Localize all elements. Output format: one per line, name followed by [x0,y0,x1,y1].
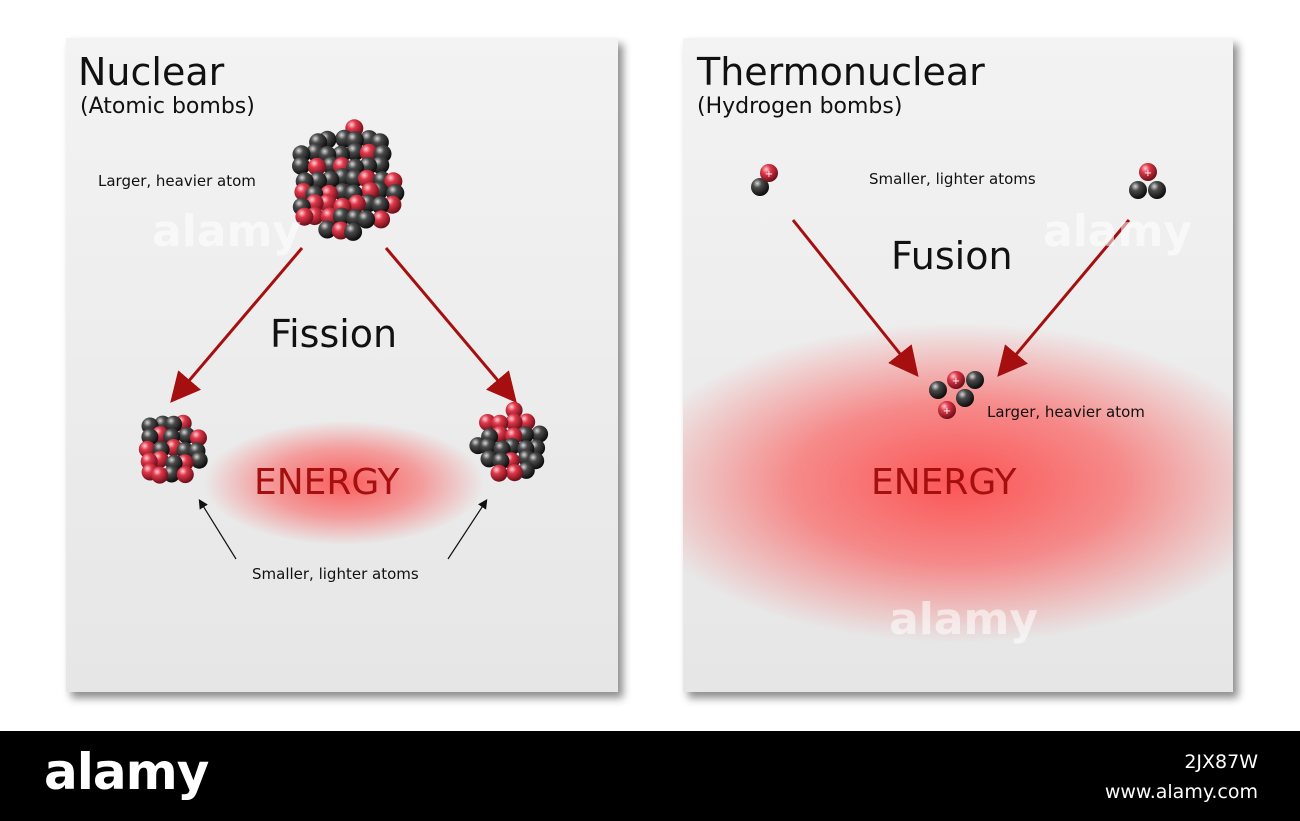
energy-glow [204,421,484,545]
heavy-atom-label: Larger, heavier atom [987,403,1145,421]
thermonuclear-panel: + + + + Thermonuclear (Hydrogen bombs) S… [683,38,1233,692]
light-atom-right-icon [469,401,549,482]
energy-label: ENERGY [871,462,1017,503]
fusion-diagram: + + + + [683,163,1233,643]
helium-atom-icon: + + [929,371,984,419]
panel-title: Thermonuclear [697,50,985,94]
image-id: 2JX87W [1184,751,1258,773]
panel-subtitle: (Hydrogen bombs) [697,94,903,119]
site-url: www.alamy.com [1104,781,1258,803]
fusion-arrow-left [791,219,919,378]
svg-text:+: + [1144,168,1152,179]
deuterium-atom-icon: + [751,164,778,196]
heavy-atom-icon [292,119,405,241]
light-atoms-label: Smaller, lighter atoms [869,170,1036,188]
pointer-left [198,498,237,560]
light-atoms-label: Smaller, lighter atoms [252,565,419,583]
process-label: Fusion [891,234,1013,278]
fission-arrow-right [384,247,517,403]
pointer-right [447,498,488,560]
svg-text:+: + [765,169,773,180]
nuclear-panel: Nuclear (Atomic bombs) Larger, heavier a… [66,38,618,692]
footer-logo: alamy [44,743,209,801]
panel-subtitle: (Atomic bombs) [80,94,255,119]
fission-arrow-left [170,247,304,403]
watermark: alamy [1043,206,1192,257]
svg-text:+: + [952,376,960,387]
watermark: alamy [889,594,1038,645]
energy-label: ENERGY [254,462,400,503]
svg-text:+: + [943,406,951,417]
heavy-atom-label: Larger, heavier atom [98,172,256,190]
footer-bar: alamy 2JX87W www.alamy.com [0,731,1300,821]
process-label: Fission [270,312,398,356]
fission-diagram [138,119,549,560]
panel-title: Nuclear [78,50,225,94]
fusion-arrow-right [997,219,1131,377]
tritium-atom-icon: + [1129,163,1166,199]
watermark: alamy [152,206,301,257]
energy-glow [683,323,1233,643]
light-atom-left-icon [138,414,208,484]
